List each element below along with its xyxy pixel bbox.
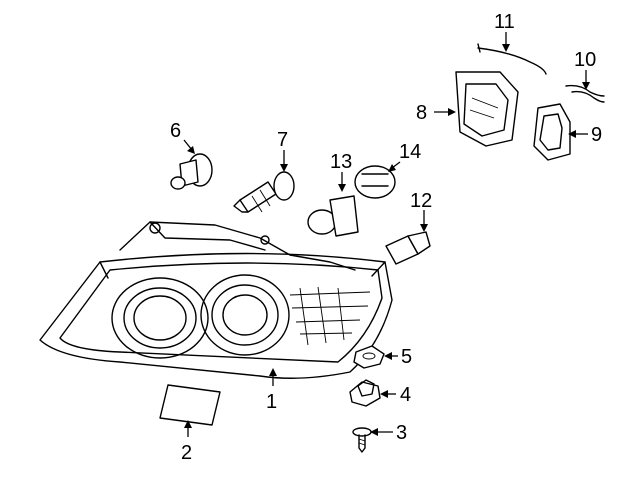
wire-clip-10[interactable] xyxy=(565,84,605,103)
callout-10: 10 xyxy=(574,49,596,71)
label-sheet[interactable] xyxy=(159,384,221,426)
callout-2: 2 xyxy=(181,442,192,464)
callout-3: 3 xyxy=(396,422,407,444)
callout-12: 12 xyxy=(410,190,432,212)
bulb-13[interactable] xyxy=(307,195,359,237)
bulb-6[interactable] xyxy=(170,153,213,190)
callout-4: 4 xyxy=(400,384,411,406)
callout-8: 8 xyxy=(416,102,427,124)
callout-1: 1 xyxy=(266,391,277,413)
clip-nut[interactable] xyxy=(349,379,381,407)
headlamp-assembly[interactable] xyxy=(39,221,393,379)
leader-lines xyxy=(183,32,590,437)
socket-12[interactable] xyxy=(385,231,431,265)
screw[interactable] xyxy=(352,427,372,453)
callout-11: 11 xyxy=(494,11,515,33)
housing-cover[interactable] xyxy=(455,71,519,147)
wire-11[interactable] xyxy=(477,43,547,75)
callout-9: 9 xyxy=(591,124,602,146)
callout-13: 13 xyxy=(330,151,352,173)
callout-6: 6 xyxy=(170,120,181,142)
grommet[interactable] xyxy=(353,345,385,369)
callout-5: 5 xyxy=(401,346,412,368)
bulb-7[interactable] xyxy=(233,171,295,213)
socket-14[interactable] xyxy=(354,165,396,199)
callout-7: 7 xyxy=(277,129,288,151)
callout-14: 14 xyxy=(399,141,421,163)
callout-labels: 1 2 3 4 5 6 7 8 9 10 11 12 13 14 xyxy=(170,11,602,464)
cap[interactable] xyxy=(533,103,571,161)
